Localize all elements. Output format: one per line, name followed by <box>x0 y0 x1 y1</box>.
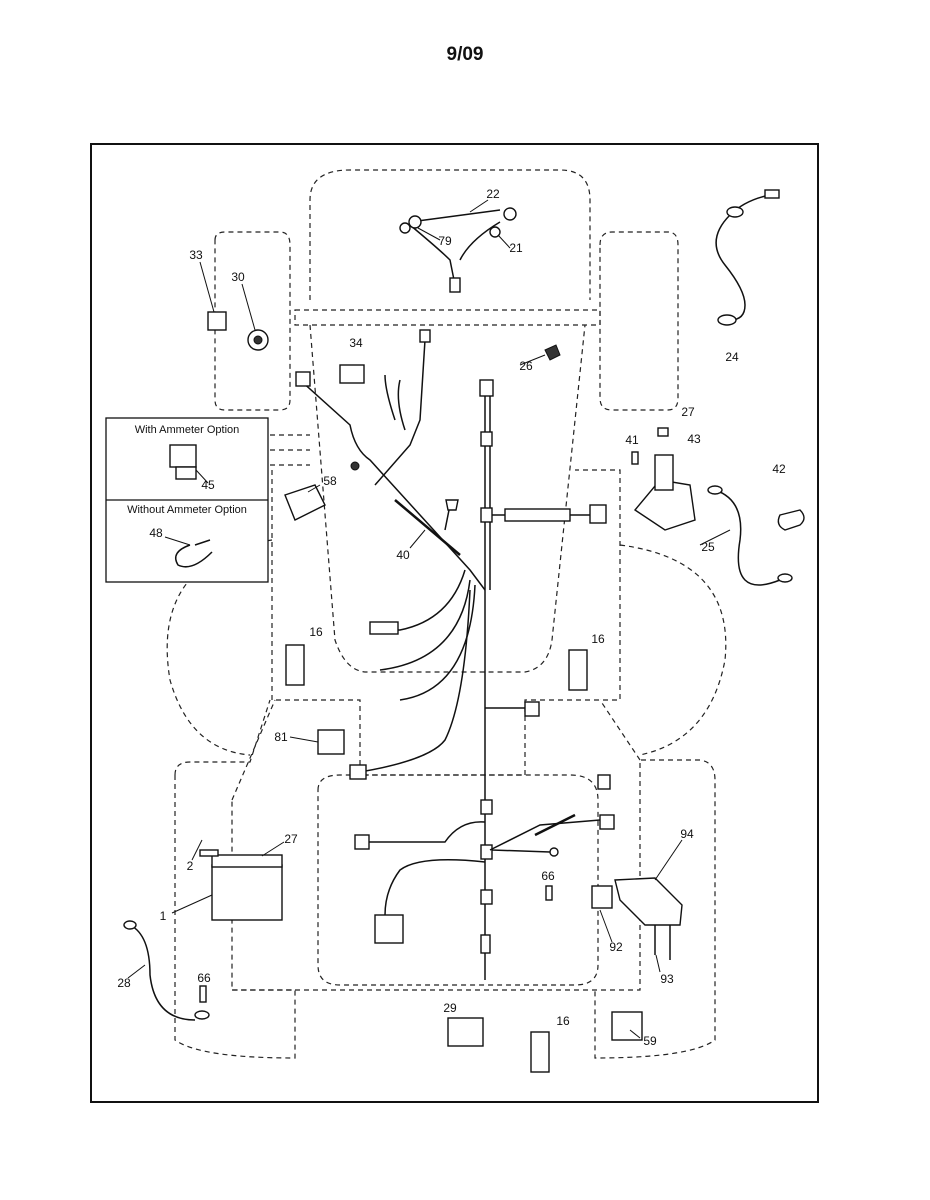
wiring-harness <box>295 329 615 980</box>
callout: 45 <box>201 478 215 492</box>
callout: 92 <box>609 940 623 954</box>
callout-labels: 22 79 21 33 30 34 26 24 27 41 43 42 45 4… <box>117 187 786 1048</box>
callout: 16 <box>591 632 605 646</box>
callout: 1 <box>160 909 167 923</box>
callout: 81 <box>274 730 288 744</box>
callout: 34 <box>349 336 363 350</box>
callout: 43 <box>687 432 701 446</box>
callout: 21 <box>509 241 523 255</box>
callout: 28 <box>117 976 131 990</box>
callout: 16 <box>556 1014 570 1028</box>
tractor-outline <box>166 169 727 1059</box>
callout: 22 <box>486 187 500 201</box>
callout: 42 <box>772 462 786 476</box>
leader-lines <box>127 199 731 1039</box>
callout: 40 <box>396 548 410 562</box>
callout: 2 <box>187 859 194 873</box>
without-ammeter-caption: Without Ammeter Option <box>127 504 247 516</box>
callout: 24 <box>725 350 739 364</box>
callout: 48 <box>149 526 163 540</box>
callout: 29 <box>443 1001 457 1015</box>
callout: 33 <box>189 248 203 262</box>
callout: 93 <box>660 972 674 986</box>
callout: 30 <box>231 270 245 284</box>
callout: 58 <box>323 474 337 488</box>
callout: 66 <box>197 971 211 985</box>
callout: 27 <box>681 405 695 419</box>
diagram-frame <box>90 143 819 1103</box>
callout: 27 <box>284 832 298 846</box>
callout: 79 <box>438 234 452 248</box>
with-ammeter-caption: With Ammeter Option <box>135 424 240 436</box>
callout: 59 <box>643 1034 657 1048</box>
callout: 94 <box>680 827 694 841</box>
callout: 41 <box>625 433 639 447</box>
option-box: With Ammeter Option Without Ammeter Opti… <box>105 417 269 583</box>
callout: 16 <box>309 625 323 639</box>
callout: 66 <box>541 869 555 883</box>
callout: 25 <box>701 540 715 554</box>
callout: 26 <box>519 359 533 373</box>
page-code: 9/09 <box>446 44 484 65</box>
parts <box>123 189 805 1073</box>
